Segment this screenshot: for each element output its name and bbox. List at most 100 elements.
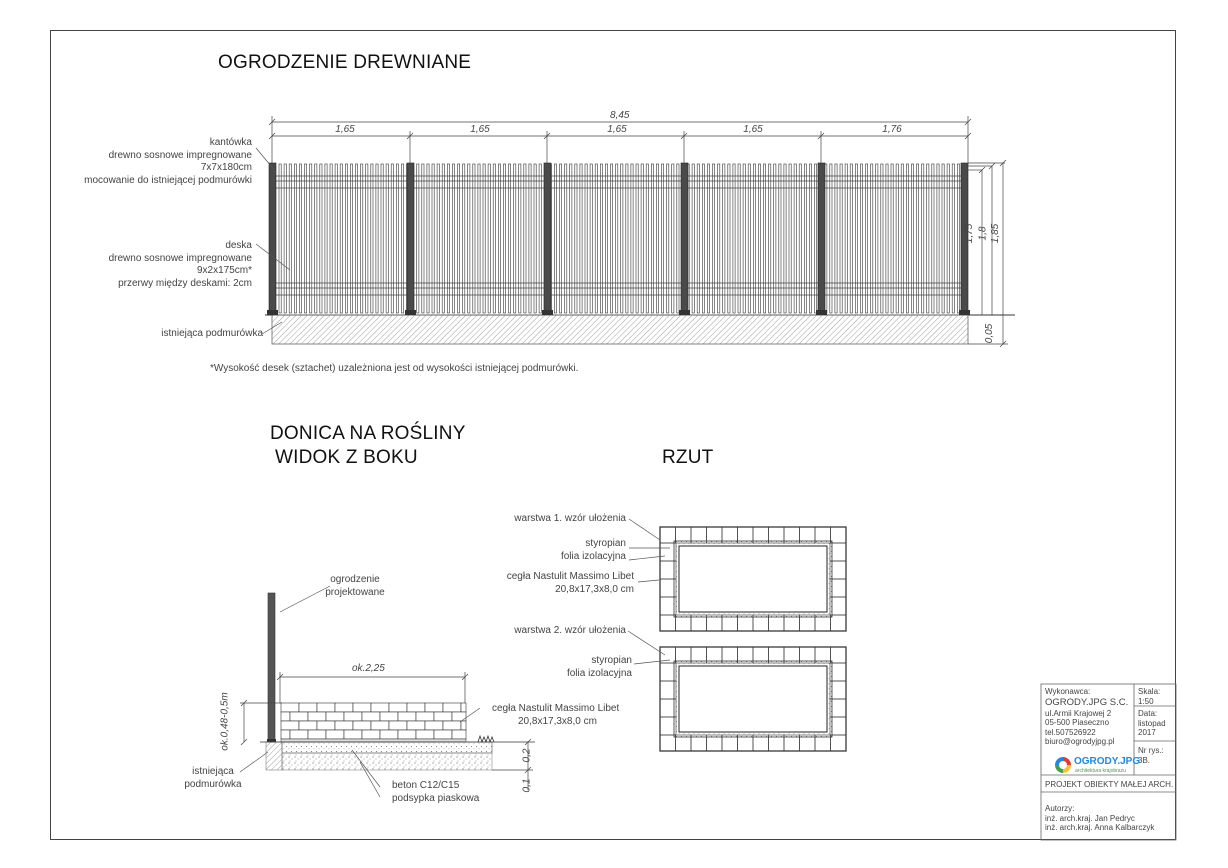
fence-board <box>309 163 313 314</box>
fence-board <box>533 163 537 314</box>
side-brick <box>406 702 426 713</box>
fence-board <box>676 163 680 314</box>
side-brick <box>397 711 417 722</box>
fence-board <box>666 163 670 314</box>
side-brick <box>307 711 327 722</box>
fence-board <box>344 163 348 314</box>
fence-post <box>680 162 689 314</box>
plan-layer-1 <box>659 526 847 632</box>
side-brick <box>388 702 408 713</box>
side-base-label: istniejąca podmurówka <box>184 766 242 790</box>
fence-board <box>395 163 399 314</box>
fence-board <box>630 163 634 314</box>
fence-board <box>911 163 914 314</box>
fence-board <box>319 163 323 314</box>
side-brick <box>352 702 372 713</box>
fence-board <box>860 163 863 314</box>
post-foot <box>542 310 553 315</box>
fence-board <box>370 163 374 314</box>
side-brick <box>361 711 381 722</box>
side-brick <box>460 702 467 713</box>
fence-board <box>895 163 899 314</box>
fence-board <box>462 163 466 314</box>
plan-brick-label: cegła Nastulit Massimo Libet 20,8x17,3x8… <box>506 571 634 595</box>
fence-board <box>814 163 818 314</box>
fence-board <box>508 163 512 314</box>
post-foot <box>267 310 278 315</box>
fence-board <box>737 163 741 314</box>
fence-board <box>329 163 333 314</box>
side-brick <box>370 720 390 731</box>
fence-board <box>640 163 644 314</box>
side-brick <box>334 702 354 713</box>
side-bricks <box>280 702 467 743</box>
fence-board <box>513 163 517 314</box>
post-label: kantówka drewno sosnowe impregnowane 7x7… <box>84 137 252 186</box>
post-foot <box>405 310 416 315</box>
side-brick <box>379 711 399 722</box>
side-brick <box>316 702 336 713</box>
fence-board <box>926 163 930 314</box>
fence-board <box>875 163 879 314</box>
height-dim: 1,85 <box>990 223 1002 244</box>
fence-board <box>416 163 420 314</box>
plan-layer2-sub: styropian folia izolacyjna <box>566 655 632 679</box>
plan-title: RZUT <box>662 447 714 468</box>
side-brick <box>415 729 435 740</box>
fence-board <box>334 163 338 314</box>
fence-rails <box>272 175 968 296</box>
fence-board <box>584 163 588 314</box>
fence-board <box>518 163 522 314</box>
logo-name: OGRODY.JPG <box>1074 756 1141 767</box>
side-brick <box>280 729 291 740</box>
side-brick <box>442 720 462 731</box>
fence-post <box>268 162 277 314</box>
fence-board <box>401 163 404 314</box>
fence-board <box>696 163 700 314</box>
fence-board <box>589 163 593 314</box>
side-brick <box>442 702 462 713</box>
fence-board <box>615 163 619 314</box>
side-brick <box>397 729 417 740</box>
fence-board <box>752 163 756 314</box>
fence-boards <box>278 163 965 314</box>
fence-board <box>431 163 435 314</box>
fence-board <box>339 163 343 314</box>
fence-board <box>916 163 920 314</box>
side-brick <box>343 711 363 722</box>
fence-board <box>436 163 440 314</box>
fence-board <box>645 163 649 314</box>
fence-board <box>900 163 904 314</box>
fence-board <box>691 163 695 314</box>
fence-board <box>574 163 578 314</box>
fence-board <box>605 163 608 314</box>
fence-board <box>569 163 573 314</box>
side-brick <box>316 720 336 731</box>
plan-interior <box>678 665 828 733</box>
plan-layer2-label: warstwa 2. wzór ułożenia <box>514 625 626 636</box>
fence-board <box>727 163 731 314</box>
bay-dim: 1,65 <box>335 124 355 135</box>
layer-dim: 0,2 <box>521 748 533 763</box>
fence-board <box>503 163 506 314</box>
side-brick <box>451 729 467 740</box>
side-brick <box>334 720 354 731</box>
side-brick <box>460 720 467 731</box>
fence-board <box>314 163 318 314</box>
fence-board <box>375 163 379 314</box>
fence-board <box>717 163 721 314</box>
side-sand <box>281 752 493 771</box>
fence-board <box>457 163 461 314</box>
logo-icon <box>1055 757 1071 773</box>
fence-board <box>497 163 501 314</box>
planter-width-dim: ok.2,25 <box>352 663 385 674</box>
fence-board <box>278 163 282 314</box>
fence-board <box>747 163 751 314</box>
fence-board <box>707 163 710 314</box>
fence-board <box>599 163 603 314</box>
fence-board <box>288 163 292 314</box>
side-brick <box>433 711 453 722</box>
plan-layer1-label: warstwa 1. wzór ułożenia <box>514 513 626 524</box>
fence-board <box>523 163 527 314</box>
side-concrete-label: beton C12/C15 podsypka piaskowa <box>392 780 480 804</box>
